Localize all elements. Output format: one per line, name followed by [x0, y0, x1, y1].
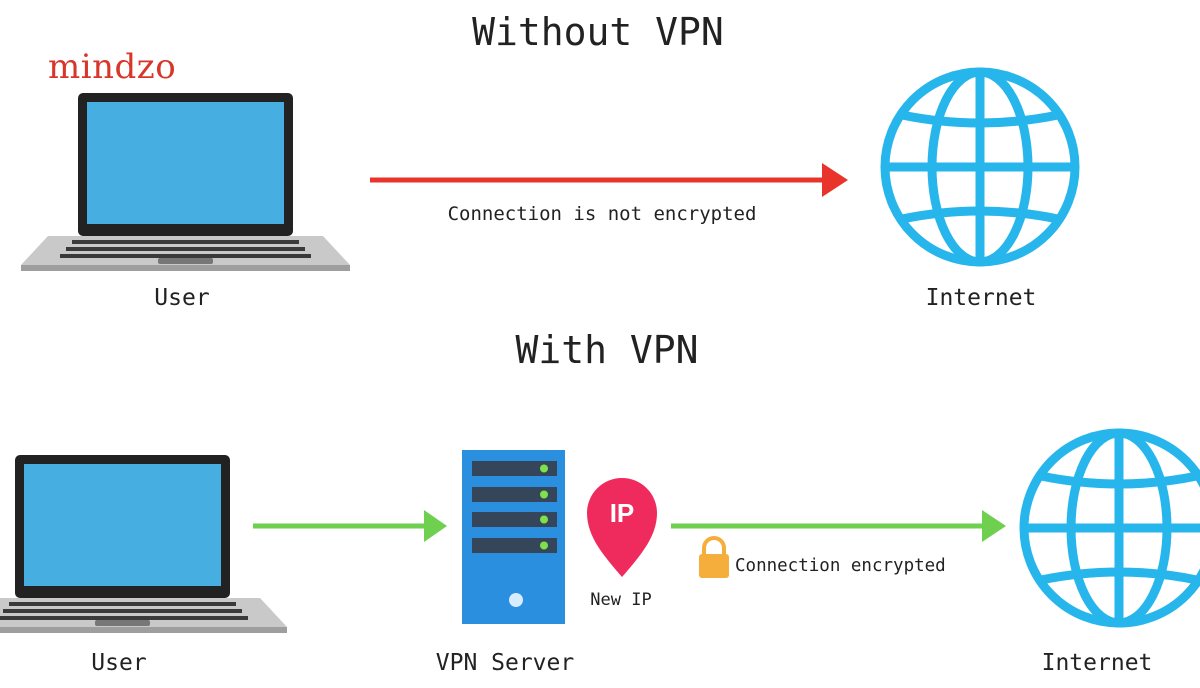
internet-label-top: Internet — [926, 285, 1037, 311]
laptop-icon — [0, 455, 287, 633]
unencrypted-arrow — [370, 163, 848, 197]
globe-icon — [885, 72, 1075, 262]
encrypted-connection-label: Connection encrypted — [735, 556, 946, 576]
location-pin-icon: IP — [587, 478, 657, 577]
server-icon — [462, 450, 565, 624]
laptop-icon — [21, 93, 350, 271]
without-vpn-title: Without VPN — [472, 10, 724, 54]
brand-logo: mindzo — [48, 47, 176, 87]
unencrypted-connection-label: Connection is not encrypted — [448, 203, 757, 225]
encrypted-arrow — [671, 510, 1006, 542]
internet-label-bottom: Internet — [1042, 650, 1153, 676]
ip-badge-text: IP — [610, 498, 635, 528]
globe-icon — [1024, 433, 1200, 623]
with-vpn-title: With VPN — [515, 328, 698, 372]
new-ip-label: New IP — [590, 590, 651, 610]
user-label-top: User — [154, 285, 209, 311]
vpn-server-label: VPN Server — [436, 650, 574, 676]
lock-icon — [699, 536, 729, 578]
user-to-server-arrow — [253, 510, 447, 542]
user-label-bottom: User — [91, 650, 146, 676]
